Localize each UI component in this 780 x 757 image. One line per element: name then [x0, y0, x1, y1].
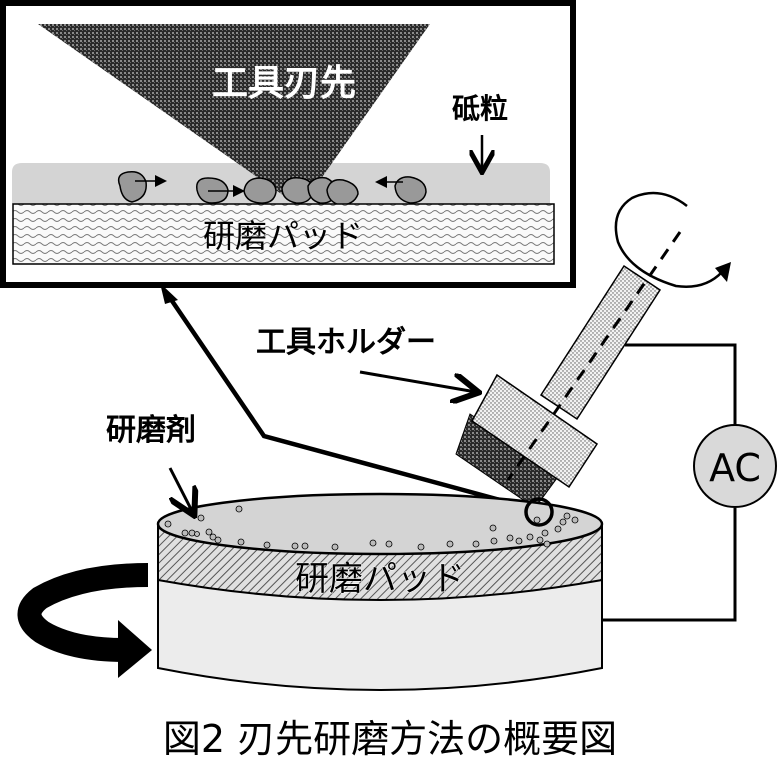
abrasive-particle — [559, 518, 567, 526]
turntable: 研磨パッド 研磨剤 — [17, 413, 604, 691]
table-rotation-arrow — [17, 563, 149, 662]
spindle-rotation-arrowhead-icon — [715, 262, 731, 282]
turntable-base — [157, 579, 603, 691]
leader-arrowhead-icon — [160, 283, 178, 304]
abrasive-particle — [543, 540, 551, 548]
abrasive-particle — [554, 525, 562, 533]
ac-label: AC — [709, 446, 761, 490]
figure-caption: 図2 刃先研磨方法の概要図 — [163, 717, 617, 757]
pad-top-surface — [156, 492, 604, 556]
grain — [394, 176, 427, 204]
abrasive-pointer-arrow — [168, 467, 193, 513]
abrasive-particle — [237, 538, 245, 546]
grain — [326, 178, 359, 206]
abrasive-particle — [446, 540, 454, 548]
abrasive-particle — [164, 520, 172, 528]
grain — [117, 170, 147, 203]
ac-circuit: AC — [600, 343, 777, 622]
abrasive-particle — [214, 536, 222, 544]
grain — [243, 177, 277, 204]
abrasive-particle — [194, 531, 200, 537]
abrasive-particles — [164, 505, 579, 551]
abrasive-particle — [489, 524, 497, 532]
abrasive-particle — [385, 540, 393, 548]
abrasive-particle — [291, 542, 299, 550]
abrasive-particle — [417, 543, 425, 551]
grain-motion-arrows — [135, 175, 403, 197]
abrasive-particle — [197, 514, 205, 522]
abrasive-label: 研磨剤 — [106, 413, 196, 448]
abrasive-particle — [188, 529, 196, 537]
abrasive-particle — [181, 529, 189, 537]
abrasive-particle — [235, 505, 243, 513]
holder-block — [471, 373, 599, 489]
inset-magnified-view: 工具刃先 砥粒 研磨パッド — [0, 0, 576, 288]
abrasive-particle — [533, 516, 541, 524]
spindle-rotation-arrow — [614, 191, 723, 288]
abrasive-particle — [472, 540, 480, 548]
circuit-wire-bottom — [600, 508, 737, 622]
main-pad-label: 研磨パッド — [295, 559, 465, 599]
abrasive-particle — [209, 533, 217, 541]
tool-holder-assembly: 工具ホルダー — [256, 191, 731, 509]
abrasive-particle — [536, 536, 544, 544]
abrasive-particle — [331, 543, 339, 551]
abrasive-particle — [205, 528, 213, 536]
abrasive-particle — [301, 542, 309, 550]
abrasive-particle — [515, 537, 523, 545]
ac-power-source — [693, 424, 777, 508]
inset-polishing-pad — [12, 203, 555, 265]
abrasive-particle — [571, 516, 579, 524]
contact-point-marker — [524, 497, 554, 527]
abrasive-particle — [526, 533, 534, 541]
abrasive-grain-label: 砥粒 — [452, 92, 508, 125]
abrasive-particle — [506, 534, 514, 542]
abrasive-particle — [369, 539, 377, 547]
table-rotation-arrowhead-icon — [118, 620, 152, 678]
holder-pointer-arrow — [359, 370, 476, 392]
tool-tip-label: 工具刃先 — [212, 63, 356, 104]
abrasive-particle — [563, 512, 571, 520]
inset-pad-label: 研磨パッド — [203, 217, 363, 255]
rotation-axis — [506, 231, 682, 481]
circuit-wire-top — [625, 343, 737, 425]
abrasive-particle — [263, 541, 271, 549]
abrasive-particle — [490, 537, 498, 545]
magnify-leader-line — [166, 293, 538, 513]
tool-holder-label: 工具ホルダー — [256, 325, 436, 360]
abrasive-particle — [541, 529, 549, 537]
tool-tip-shape — [38, 24, 430, 200]
